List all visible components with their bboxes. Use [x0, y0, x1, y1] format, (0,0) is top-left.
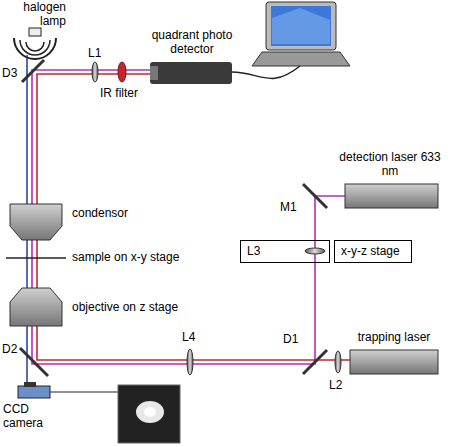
lens [305, 248, 325, 254]
laser [350, 350, 438, 374]
box-label: x-y-z stage [341, 244, 400, 258]
part-label: D3 [2, 66, 17, 80]
photo-detector [150, 62, 232, 84]
part-label: L1 [88, 46, 101, 60]
ccd-camera [18, 382, 180, 443]
part-label: objective on z stage [72, 300, 178, 314]
part-label: CCD camera [3, 402, 51, 430]
ir-filter [118, 62, 126, 82]
mirror [20, 348, 48, 376]
cable [232, 66, 300, 78]
part-label: L2 [329, 378, 342, 392]
box-label: L3 [247, 244, 260, 258]
part-label: trapping laser [342, 330, 446, 344]
laser [345, 184, 438, 208]
objective [10, 288, 62, 326]
halogen-lamp [14, 28, 56, 59]
part-label: D1 [283, 332, 298, 346]
beams [27, 55, 350, 384]
part-label: detection laser 633 nm [338, 150, 442, 178]
part-label: IR filter [100, 86, 138, 100]
part-label: L4 [182, 330, 195, 344]
mirror [22, 60, 44, 82]
part-label: D2 [2, 342, 17, 356]
laptop [252, 2, 350, 66]
part-label: halogen lamp [4, 0, 66, 28]
part-label: sample on x-y stage [72, 250, 179, 264]
part-label: M1 [280, 200, 297, 214]
condensor [10, 204, 62, 240]
lens [187, 349, 193, 375]
part-label: quadrant photo detector [143, 28, 241, 56]
lens [92, 62, 98, 82]
mirror [303, 184, 327, 208]
stage-box: L3 [240, 240, 330, 263]
part-label: condensor [72, 206, 128, 220]
mirror [303, 350, 327, 374]
sample [6, 257, 66, 259]
lens [335, 351, 341, 373]
stage-box: x-y-z stage [334, 240, 412, 263]
